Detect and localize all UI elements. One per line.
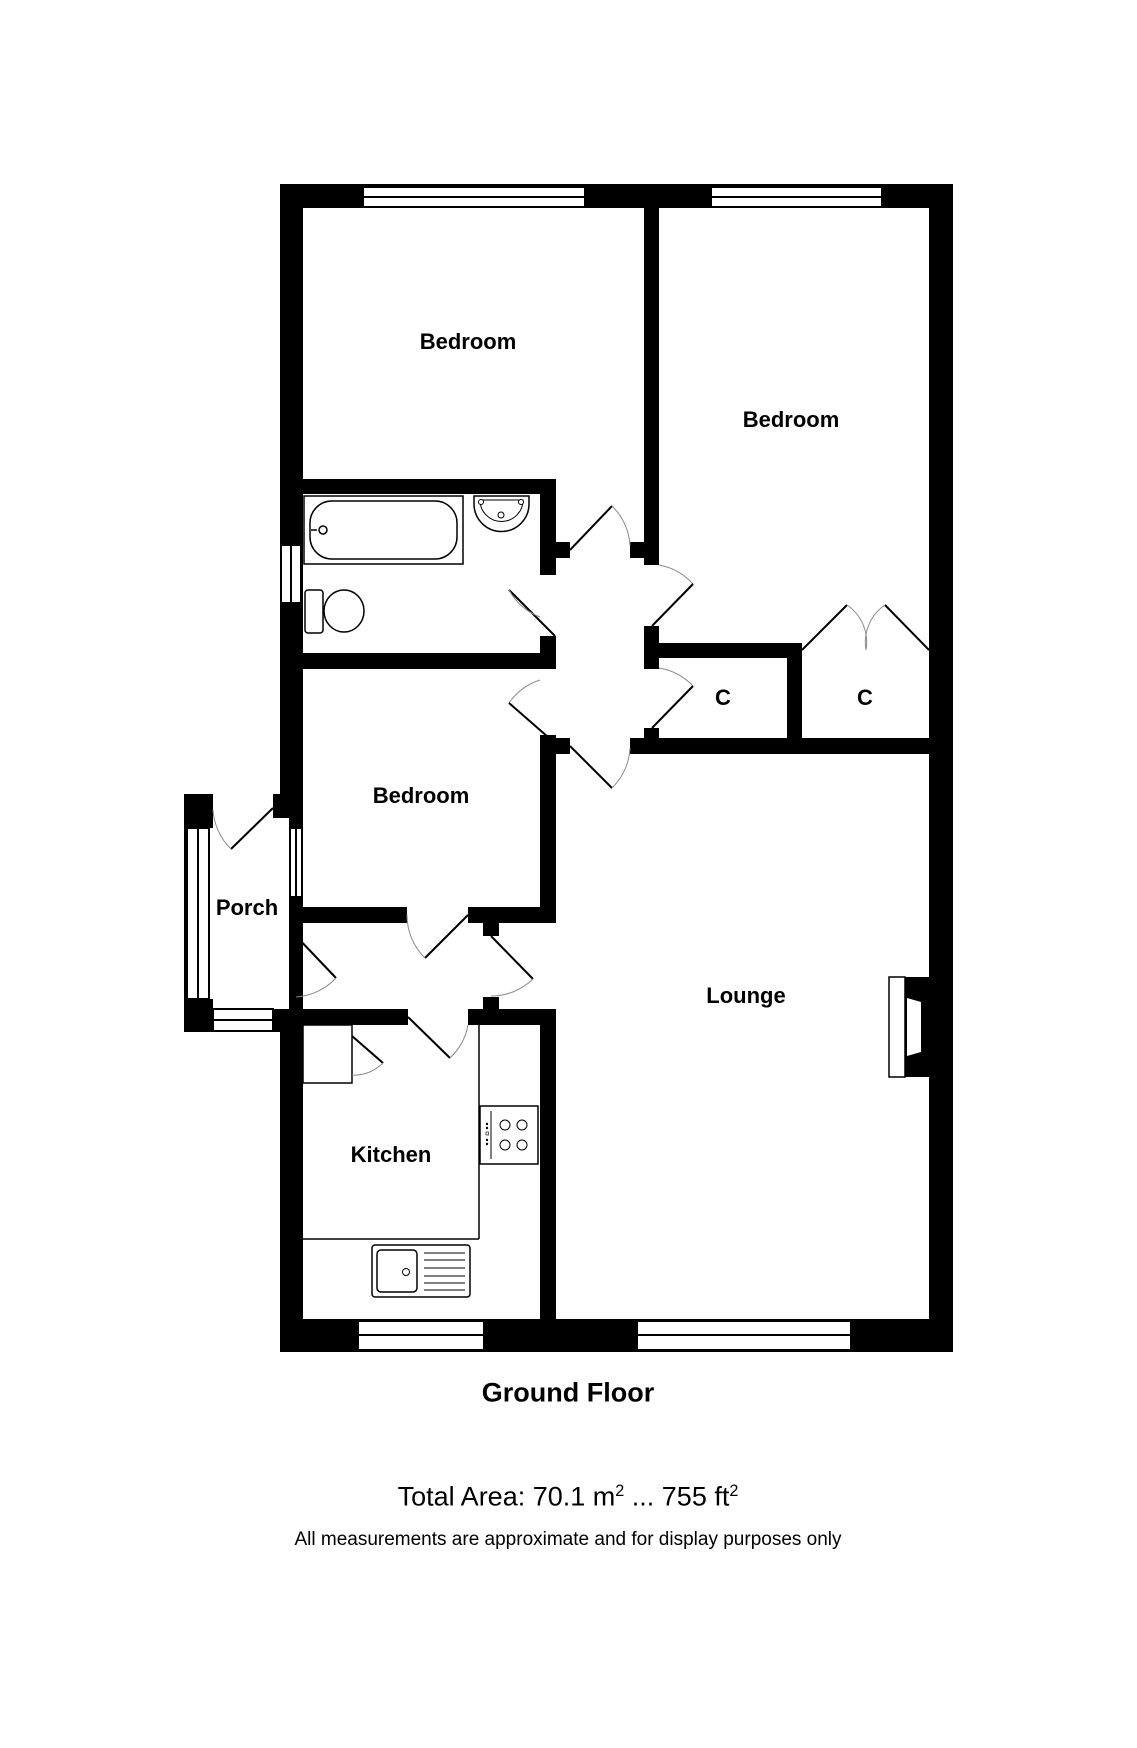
wall-stub: [555, 542, 570, 558]
window-kitchen: [357, 1320, 485, 1351]
porch-block-bottom: [184, 999, 213, 1032]
toilet-icon: [304, 589, 365, 634]
wall-stub: [483, 923, 499, 936]
room-label-bedroom-3: Bedroom: [372, 783, 470, 808]
window-lounge: [636, 1320, 852, 1351]
door-lounge: [490, 935, 534, 997]
bed3-wall-bottom-left: [289, 907, 407, 923]
kitchen-cupboard-icon: [302, 1024, 384, 1084]
wall-bed1-bed2: [644, 184, 659, 565]
total-area: Total Area: 70.1 m2 ... 755 ft2: [398, 1482, 739, 1513]
bed3-wall-right: [540, 735, 556, 923]
porch-wall-left: [184, 828, 187, 999]
room-label-closet-1: C: [715, 685, 731, 710]
door-kitchen: [407, 1016, 469, 1059]
door-porch-front: [212, 807, 274, 850]
room-label-closet-2: C: [857, 685, 873, 710]
outer-wall-left-lower: [280, 1009, 303, 1352]
bath-wall-top: [280, 479, 556, 494]
total-area-metric: Total Area: 70.1 m: [397, 1481, 616, 1512]
floor-title: Ground Floor: [481, 1377, 655, 1408]
room-label-kitchen: Kitchen: [350, 1142, 432, 1167]
walls: [184, 184, 953, 1352]
window-bedroom-1: [362, 186, 586, 208]
door-porch-inner: [295, 935, 337, 998]
window-bathroom: [280, 544, 302, 604]
fixtures: [302, 495, 929, 1298]
disclaimer: All measurements are approximate and for…: [294, 1529, 842, 1550]
bath-wall-right-upper: [540, 479, 556, 575]
door-closet-1: [651, 667, 694, 729]
porch-block-top: [184, 794, 213, 828]
room-label-lounge: Lounge: [706, 983, 786, 1008]
window-bedroom-2: [710, 186, 883, 208]
window-porch-left: [186, 827, 210, 1000]
fireplace-icon: [888, 976, 929, 1078]
wall-stub: [289, 897, 303, 907]
door-bedroom-2: [651, 564, 694, 627]
basin-icon: [473, 495, 530, 533]
door-bedroom-3: [406, 914, 469, 959]
room-label-porch: Porch: [215, 895, 279, 920]
wall-stub: [483, 997, 499, 1009]
door-bedroom-1: [569, 505, 631, 551]
bed3-wall-bottom-right: [468, 907, 556, 923]
metric-squared: 2: [615, 1481, 625, 1500]
door-lounge-top: [569, 745, 631, 789]
lounge-wall-top: [630, 738, 930, 754]
hob-icon: [479, 1105, 539, 1165]
door-bathroom: [508, 589, 556, 637]
kitchen-wall-right: [540, 1009, 556, 1319]
room-label-bedroom-1: Bedroom: [419, 329, 517, 354]
kitchen-wall-top-right: [468, 1009, 556, 1025]
doors: [212, 505, 930, 1059]
porch-wall-block: [273, 794, 303, 818]
wall-stub: [289, 997, 303, 1009]
wall-stub: [540, 738, 570, 754]
kitchen-counter: [303, 1025, 480, 1240]
wall-stub: [644, 728, 659, 740]
imperial-squared: 2: [729, 1481, 739, 1500]
window-bedroom-3: [289, 827, 303, 898]
sink-icon: [371, 1244, 471, 1298]
porch-wall-bottom-join: [273, 1009, 303, 1032]
windows: [186, 186, 883, 1351]
bathtub-icon: [303, 495, 464, 565]
wall-stub: [630, 542, 645, 558]
window-porch-bottom: [212, 1008, 274, 1032]
closet-wall-top: [644, 643, 802, 658]
bath-wall-bottom: [280, 653, 556, 669]
door-bedroom-3-hall: [508, 679, 557, 745]
closet-divider: [787, 643, 802, 738]
door-closet-2: [801, 604, 930, 651]
room-label-bedroom-2: Bedroom: [742, 407, 840, 432]
total-area-imperial: ... 755 ft: [624, 1481, 730, 1512]
kitchen-wall-top-left: [289, 1009, 408, 1025]
outer-wall-right: [929, 184, 953, 1352]
